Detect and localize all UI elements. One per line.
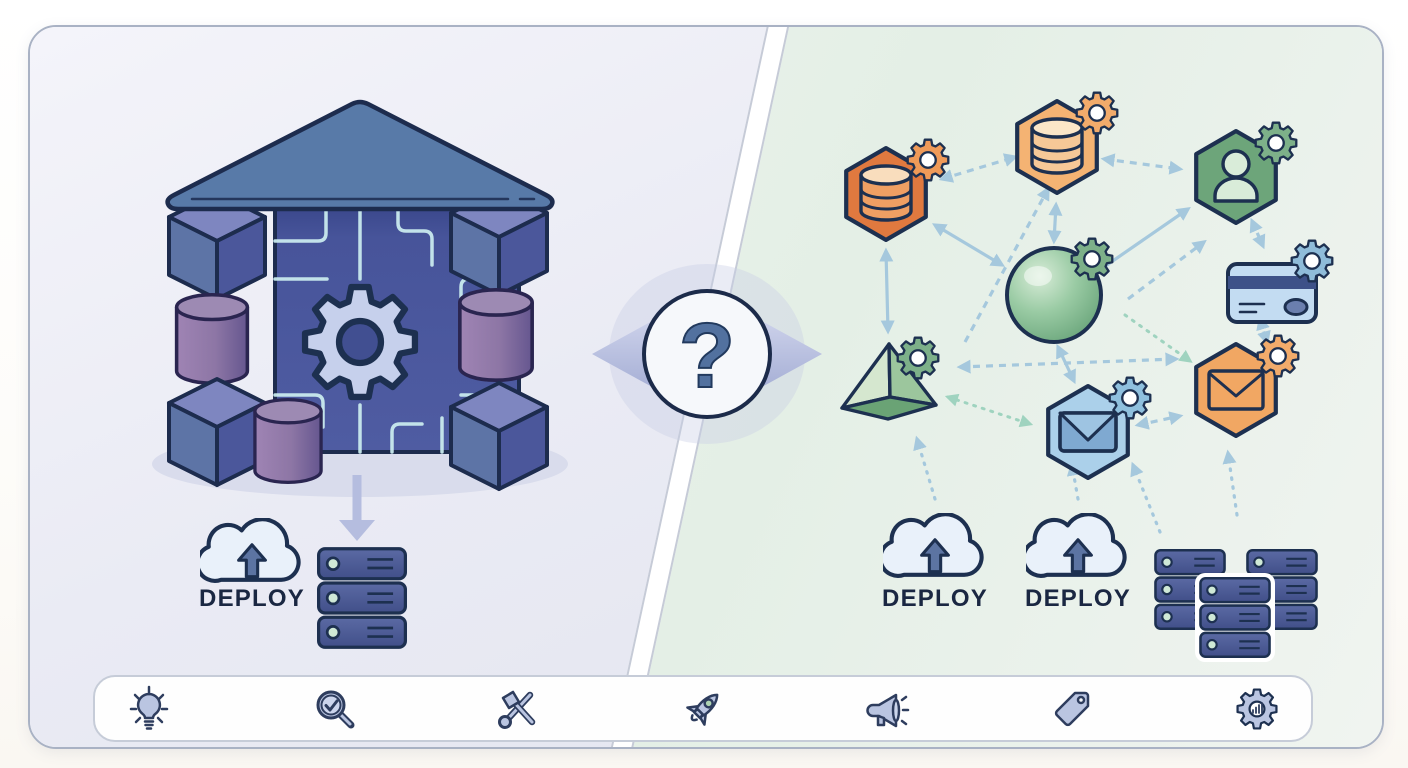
monolith-illustration: DEPLOY xyxy=(152,99,568,649)
rocket-icon xyxy=(679,685,727,733)
service-gear-icon xyxy=(1075,91,1119,135)
question-mark: ? xyxy=(679,305,735,407)
question-circle xyxy=(642,289,772,419)
gear-analytics-icon xyxy=(1233,685,1281,733)
monolith-roof xyxy=(165,99,555,212)
microservices-illustration: DEPLOY DEPLOY xyxy=(840,91,1334,662)
scene-artwork: DEPLOY ? xyxy=(152,91,1334,662)
search-check-icon xyxy=(310,685,358,733)
mail-icon xyxy=(1058,411,1118,453)
service-gear-icon xyxy=(1256,334,1300,378)
mail-service-blue xyxy=(1048,376,1152,478)
server-stack xyxy=(1199,577,1271,658)
database-cylinder-front xyxy=(253,398,323,484)
pyramid-service xyxy=(840,336,940,421)
database-icon xyxy=(1030,117,1084,175)
megaphone-icon xyxy=(864,685,912,733)
service-gear-icon xyxy=(1290,239,1334,283)
server-stack xyxy=(317,547,407,649)
deploy-label-micro-1: DEPLOY xyxy=(882,585,988,612)
hammer-wrench-icon xyxy=(494,685,542,733)
deploy-arrow xyxy=(339,475,375,541)
module-cube xyxy=(449,381,549,491)
user-service-green xyxy=(1196,121,1298,223)
service-gear-icon xyxy=(1108,376,1152,420)
deploy-cloud-icon xyxy=(197,519,298,581)
mail-icon xyxy=(1207,369,1265,411)
deploy-label-monolith: DEPLOY xyxy=(199,585,305,612)
lightbulb-icon xyxy=(125,685,173,733)
user-icon xyxy=(1213,149,1259,203)
service-gear-icon xyxy=(1254,121,1298,165)
core-sphere-service xyxy=(1005,237,1114,344)
service-gear-icon xyxy=(1070,237,1114,281)
database-service-amber xyxy=(1017,91,1119,193)
server-stack-cluster xyxy=(1154,549,1318,662)
service-connections xyxy=(879,153,1271,534)
core-gear-icon xyxy=(305,287,415,397)
service-gear-icon xyxy=(906,138,950,182)
deploy-cloud-icon xyxy=(1023,514,1124,576)
feature-icon-bar xyxy=(93,675,1313,742)
module-cube xyxy=(167,377,267,487)
payment-card-service xyxy=(1226,239,1334,324)
database-cylinder xyxy=(457,288,535,382)
deploy-cloud-icon xyxy=(880,514,981,576)
database-cylinder xyxy=(174,293,250,385)
service-gear-icon xyxy=(896,336,940,380)
database-icon xyxy=(859,164,913,222)
mail-service-orange xyxy=(1196,334,1300,436)
price-tag-icon xyxy=(1048,685,1096,733)
question-badge: ? xyxy=(592,264,822,444)
database-service-orange xyxy=(846,138,950,240)
deploy-label-micro-2: DEPLOY xyxy=(1025,585,1131,612)
illustration-card: DEPLOY ? xyxy=(28,25,1384,749)
